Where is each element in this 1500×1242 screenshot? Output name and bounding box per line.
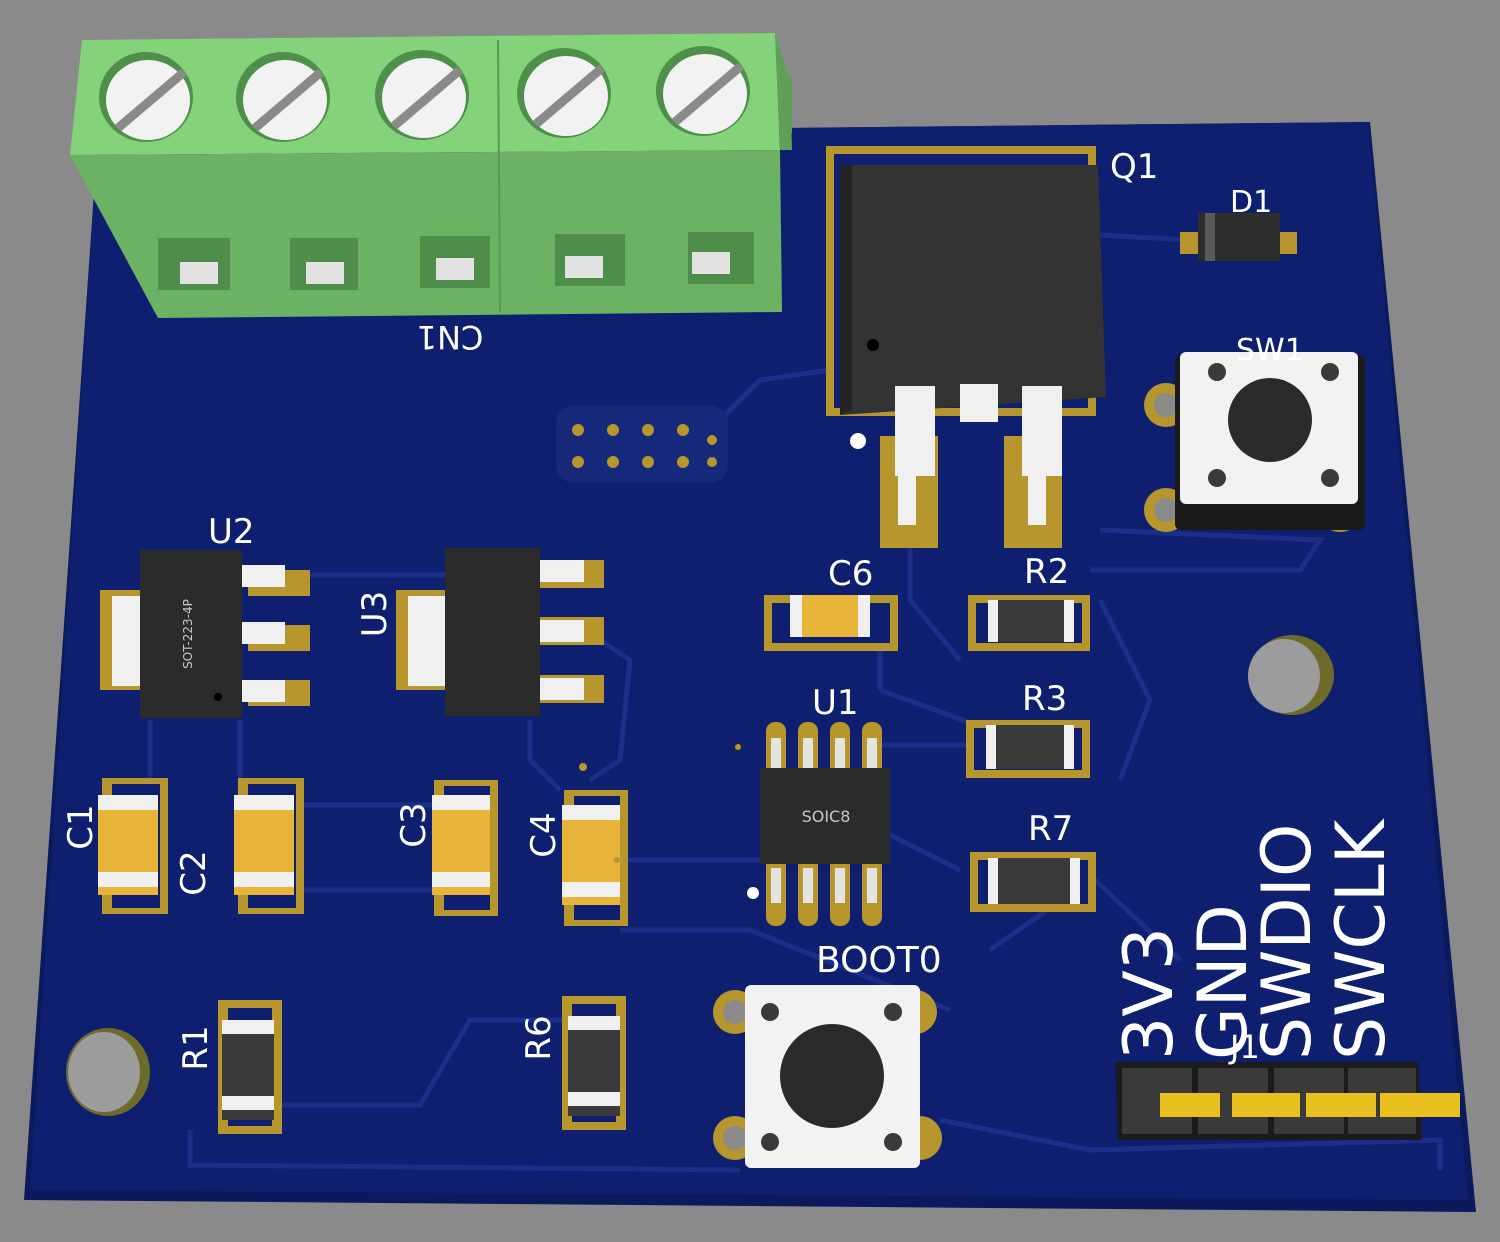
debug-pad-cluster — [556, 405, 728, 483]
label-r3: R3 — [1022, 679, 1067, 719]
terminal-screws — [99, 46, 750, 142]
resistor-r1 — [218, 1000, 282, 1134]
label-u2: U2 — [208, 512, 255, 552]
label-c4: C4 — [524, 812, 564, 857]
capacitor-c1 — [98, 778, 168, 914]
label-boot0: BOOT0 — [816, 940, 942, 981]
switch-boot0 — [713, 985, 942, 1168]
terminal-pins — [158, 232, 754, 290]
mounting-hole-right — [1248, 635, 1334, 715]
capacitor-c2 — [234, 778, 304, 914]
u1-package-marking: SOIC8 — [802, 807, 851, 826]
mounting-hole-left — [66, 1028, 150, 1116]
capacitor-c3 — [432, 780, 498, 916]
label-c3: C3 — [394, 802, 434, 847]
label-c6: C6 — [828, 554, 873, 594]
label-pin-gnd: GND — [1184, 904, 1263, 1060]
u2-package-marking: SOT-223-4P — [181, 599, 195, 669]
q1-pads — [880, 386, 1062, 548]
pcb-board — [30, 122, 1468, 1200]
label-r7: R7 — [1028, 809, 1073, 849]
label-c2: C2 — [174, 850, 214, 895]
switch-sw1 — [1144, 352, 1365, 532]
vias — [579, 744, 741, 863]
copper-traces — [147, 232, 1443, 1173]
label-r2: R2 — [1024, 552, 1069, 592]
label-r6: R6 — [519, 1015, 559, 1060]
label-pin-swdio: SWDIO — [1248, 824, 1327, 1060]
label-u3: U3 — [355, 591, 395, 638]
transistor-q1 — [826, 146, 1106, 548]
resistor-r7 — [970, 852, 1096, 912]
label-sw1: SW1 — [1236, 333, 1304, 368]
diode-d1 — [1180, 213, 1297, 261]
regulator-u3 — [396, 548, 604, 716]
terminal-block-cn1 — [70, 33, 792, 318]
label-u1: U1 — [812, 683, 859, 723]
label-c1: C1 — [61, 804, 101, 849]
pin-header-j1 — [1115, 1062, 1460, 1140]
label-q1: Q1 — [1110, 147, 1158, 187]
label-cn1: CN1 — [417, 318, 484, 356]
resistor-r2 — [968, 595, 1090, 651]
regulator-u2: SOT-223-4P — [100, 550, 310, 718]
capacitor-c6 — [764, 595, 898, 651]
label-j1: J1 — [1228, 1028, 1260, 1066]
resistor-r6 — [562, 996, 626, 1130]
resistor-r3 — [966, 720, 1090, 778]
label-pin-swclk: SWCLK — [1322, 817, 1401, 1060]
label-pin-3v3: 3V3 — [1110, 927, 1189, 1060]
label-d1: D1 — [1230, 185, 1272, 220]
label-r1: R1 — [176, 1025, 216, 1070]
